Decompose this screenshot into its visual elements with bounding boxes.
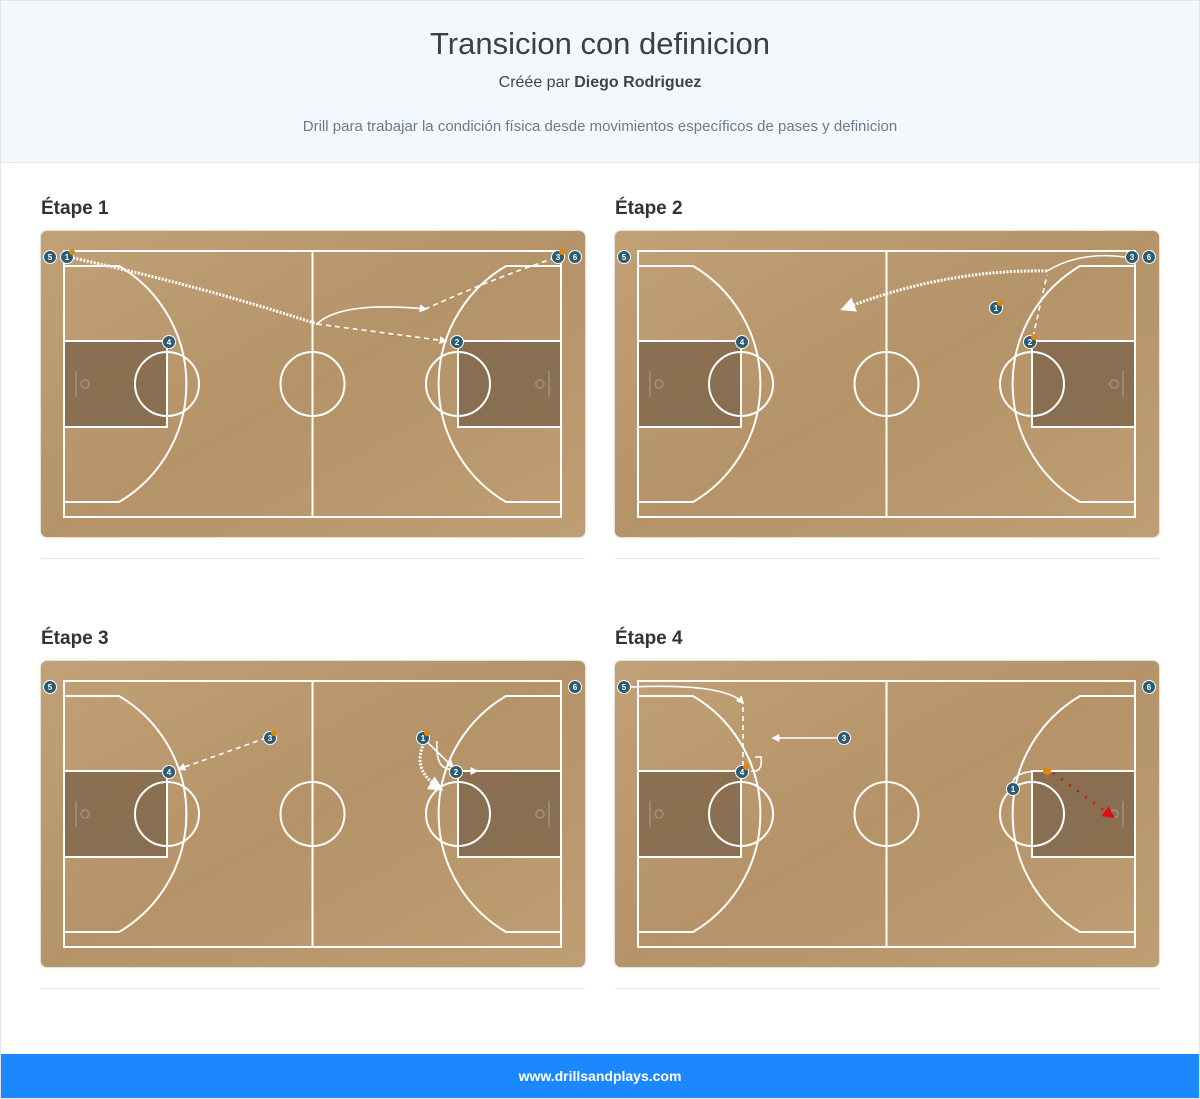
player-label: 4 xyxy=(167,338,172,347)
player-marker[interactable]: 1 xyxy=(989,300,1004,315)
court-diagram: 5 6 3 4 1 2 xyxy=(41,661,585,967)
cut-path xyxy=(425,740,455,769)
player-label: 3 xyxy=(556,253,561,262)
drill-description: Drill para trabajar la condición física … xyxy=(302,118,898,135)
player-label: 4 xyxy=(740,768,745,777)
player-label: 2 xyxy=(1028,338,1033,347)
player-label: 3 xyxy=(268,734,273,743)
divider xyxy=(41,558,585,559)
player-marker[interactable]: 2 xyxy=(1023,334,1038,349)
player-marker[interactable]: 3 xyxy=(837,731,851,745)
step-title: Étape 4 xyxy=(615,628,683,649)
author-line: Créée par Diego Rodriguez xyxy=(1,74,1199,92)
ball-icon xyxy=(271,730,277,736)
player-label: 1 xyxy=(1011,785,1016,794)
footer-bar: www.drillsandplays.com xyxy=(1,1054,1199,1098)
player-marker[interactable]: 4 xyxy=(735,335,749,349)
player-marker[interactable]: 2 xyxy=(449,765,463,779)
divider xyxy=(615,988,1159,989)
court-lines xyxy=(615,661,1159,967)
ball-icon xyxy=(997,300,1003,306)
player-marker[interactable]: 4 xyxy=(162,765,176,779)
ball-icon xyxy=(743,764,749,770)
player-label: 5 xyxy=(48,253,53,262)
player-label: 5 xyxy=(622,683,627,692)
player-marker[interactable]: 4 xyxy=(735,764,750,779)
drill-header: Transicion con definicion Créée par Dieg… xyxy=(1,1,1199,163)
player-label: 5 xyxy=(48,683,53,692)
court-lines xyxy=(41,661,585,967)
author-name: Diego Rodriguez xyxy=(574,74,702,91)
ball-icon xyxy=(424,730,430,736)
player-label: 6 xyxy=(1147,683,1152,692)
step-title: Étape 1 xyxy=(41,198,109,219)
screen-path xyxy=(750,756,763,773)
player-marker[interactable]: 5 xyxy=(617,250,631,264)
player-marker[interactable]: 3 xyxy=(1125,250,1139,264)
step-title: Étape 2 xyxy=(615,198,683,219)
step-1: Étape 1 5 1 3 6 4 2 xyxy=(41,196,585,559)
ball-icon xyxy=(1043,767,1051,775)
author-prefix: Créée par xyxy=(498,74,570,91)
player-label: 3 xyxy=(1130,253,1135,262)
player-label: 4 xyxy=(740,338,745,347)
player-label: 6 xyxy=(1147,253,1152,262)
divider xyxy=(41,988,585,989)
divider xyxy=(615,558,1159,559)
court-svg: 5 1 3 6 4 2 xyxy=(41,231,585,537)
court-svg: 5 3 6 1 4 2 xyxy=(615,231,1159,537)
player-label: 1 xyxy=(65,253,70,262)
player-label: 2 xyxy=(454,768,459,777)
cut-path xyxy=(316,304,428,325)
player-marker[interactable]: 3 xyxy=(263,730,278,745)
player-label: 3 xyxy=(842,734,847,743)
cut-path xyxy=(630,685,745,705)
player-marker[interactable]: 4 xyxy=(162,335,176,349)
player-marker[interactable]: 6 xyxy=(1142,680,1156,694)
cut-path xyxy=(1046,254,1126,272)
pass-path xyxy=(316,323,448,345)
court-diagram: 5 6 3 4 1 xyxy=(615,661,1159,967)
player-marker[interactable]: 5 xyxy=(43,680,57,694)
dribble-path xyxy=(840,269,1048,312)
step-title: Étape 3 xyxy=(41,628,109,649)
court-svg: 5 6 3 4 1 2 xyxy=(41,661,585,967)
court-lines xyxy=(615,231,1159,537)
ball-icon xyxy=(559,249,565,255)
pass-path xyxy=(420,257,556,312)
player-marker[interactable]: 6 xyxy=(568,250,582,264)
ball-icon xyxy=(1031,334,1037,340)
player-marker[interactable]: 6 xyxy=(568,680,582,694)
player-marker[interactable]: 1 xyxy=(60,249,76,264)
player-label: 5 xyxy=(622,253,627,262)
player-marker[interactable]: 1 xyxy=(1006,782,1020,796)
step-4: Étape 4 5 6 3 4 1 xyxy=(615,626,1159,989)
step-3: Étape 3 5 6 3 4 1 2 xyxy=(41,626,585,989)
pass-path xyxy=(177,737,267,771)
player-marker[interactable]: 6 xyxy=(1142,250,1156,264)
player-marker[interactable]: 1 xyxy=(416,730,431,745)
court-svg: 5 6 3 4 1 xyxy=(615,661,1159,967)
dribble-path xyxy=(418,742,444,791)
player-label: 6 xyxy=(573,253,578,262)
player-marker[interactable]: 5 xyxy=(617,680,631,694)
player-marker[interactable]: 2 xyxy=(450,335,464,349)
footer-link[interactable]: www.drillsandplays.com xyxy=(518,1068,682,1084)
player-label: 1 xyxy=(994,304,999,313)
player-label: 6 xyxy=(573,683,578,692)
step-2: Étape 2 5 3 6 1 4 2 xyxy=(615,196,1159,559)
pass-path xyxy=(1032,274,1048,338)
player-marker[interactable]: 3 xyxy=(551,249,566,264)
player-label: 2 xyxy=(455,338,460,347)
dribble-path xyxy=(72,256,318,326)
ball-icon xyxy=(69,249,75,255)
court-diagram: 5 1 3 6 4 2 xyxy=(41,231,585,537)
player-marker[interactable]: 5 xyxy=(43,250,57,264)
player-label: 1 xyxy=(421,734,426,743)
court-diagram: 5 3 6 1 4 2 xyxy=(615,231,1159,537)
player-label: 4 xyxy=(167,768,172,777)
drill-title: Transicion con definicion xyxy=(429,26,771,61)
